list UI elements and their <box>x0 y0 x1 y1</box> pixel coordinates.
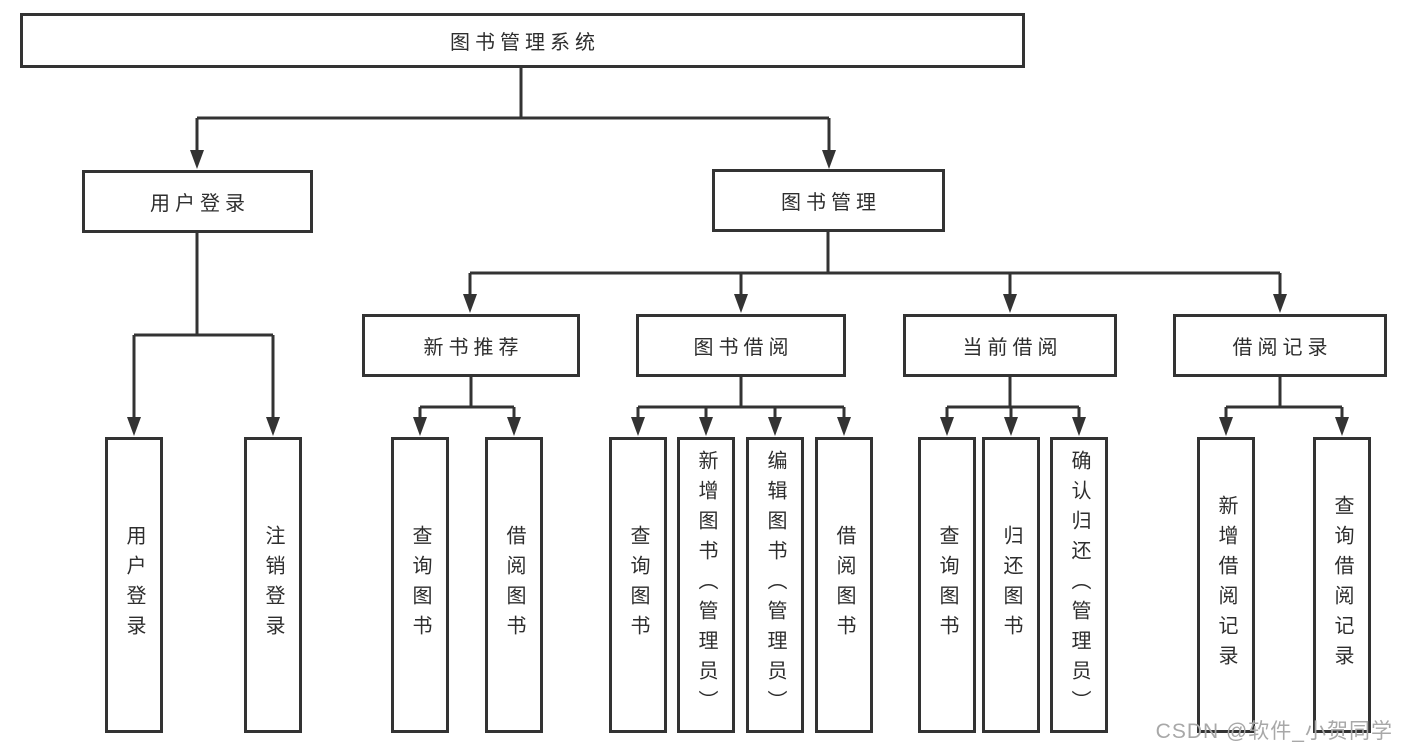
leaf-user-login: 用户登录 <box>105 437 163 733</box>
node-new-book-recommend: 新书推荐 <box>362 314 580 377</box>
node-user-login: 用户登录 <box>82 170 313 233</box>
leaf-confirm-return-admin: 确认归还（管理员） <box>1050 437 1108 733</box>
csdn-watermark: CSDN @软件_小贺同学 <box>1155 720 1393 743</box>
leaf-query-book-recommend: 查询图书 <box>391 437 449 733</box>
node-borrow-record-label: 借阅记录 <box>1232 337 1333 359</box>
leaf-user-login-label: 用户登录 <box>123 525 145 645</box>
leaf-borrow-book-borrow: 借阅图书 <box>815 437 873 733</box>
leaf-confirm-return-admin-label: 确认归还（管理员） <box>1068 450 1090 720</box>
node-book-management: 图书管理 <box>712 169 945 232</box>
node-book-borrow-label: 图书借阅 <box>693 337 794 359</box>
node-borrow-record: 借阅记录 <box>1173 314 1387 377</box>
leaf-query-borrow-record: 查询借阅记录 <box>1313 437 1371 733</box>
leaf-edit-book-admin: 编辑图书（管理员） <box>746 437 804 733</box>
leaf-query-book-recommend-label: 查询图书 <box>409 525 431 645</box>
node-current-borrow-label: 当前借阅 <box>962 337 1063 359</box>
leaf-add-borrow-record: 新增借阅记录 <box>1197 437 1255 733</box>
leaf-query-borrow-record-label: 查询借阅记录 <box>1331 495 1353 675</box>
leaf-borrow-book-recommend: 借阅图书 <box>485 437 543 733</box>
leaf-logout-login-label: 注销登录 <box>262 525 284 645</box>
leaf-return-book-label: 归还图书 <box>1000 525 1022 645</box>
node-new-book-recommend-label: 新书推荐 <box>423 337 524 359</box>
leaf-borrow-book-borrow-label: 借阅图书 <box>833 525 855 645</box>
leaf-return-book: 归还图书 <box>982 437 1040 733</box>
node-user-login-label: 用户登录 <box>150 193 250 215</box>
leaf-borrow-book-recommend-label: 借阅图书 <box>503 525 525 645</box>
leaf-logout-login: 注销登录 <box>244 437 302 733</box>
node-book-borrow: 图书借阅 <box>636 314 846 377</box>
leaf-query-book-current-label: 查询图书 <box>936 525 958 645</box>
leaf-query-book-borrow-label: 查询图书 <box>627 525 649 645</box>
leaf-query-book-borrow: 查询图书 <box>609 437 667 733</box>
leaf-edit-book-admin-label: 编辑图书（管理员） <box>764 450 786 720</box>
leaf-query-book-current: 查询图书 <box>918 437 976 733</box>
leaf-add-book-admin: 新增图书（管理员） <box>677 437 735 733</box>
node-root-system-label: 图书管理系统 <box>450 32 600 54</box>
node-current-borrow: 当前借阅 <box>903 314 1117 377</box>
leaf-add-borrow-record-label: 新增借阅记录 <box>1215 495 1237 675</box>
node-root-system: 图书管理系统 <box>20 13 1025 68</box>
leaf-add-book-admin-label: 新增图书（管理员） <box>695 450 717 720</box>
node-book-management-label: 图书管理 <box>781 192 881 214</box>
